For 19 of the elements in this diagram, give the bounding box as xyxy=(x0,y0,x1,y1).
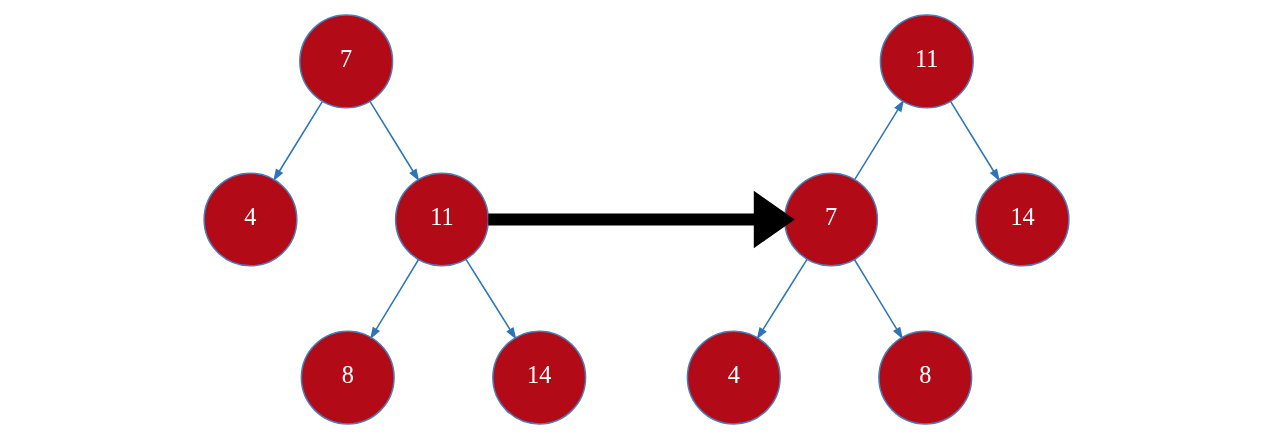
arrow xyxy=(949,100,1000,181)
arrow xyxy=(853,258,903,339)
node-circle: 4 xyxy=(203,171,298,267)
arrow xyxy=(370,258,420,339)
node-circle: 7 xyxy=(299,13,394,109)
arrow xyxy=(756,258,808,340)
arrow xyxy=(854,99,905,180)
arrow xyxy=(488,190,795,248)
node-circle: 11 xyxy=(879,13,974,109)
node-circle: 11 xyxy=(394,171,490,267)
node-circle: 14 xyxy=(975,171,1070,267)
arrow xyxy=(369,100,420,181)
node-circle: 4 xyxy=(686,329,781,425)
node-circle: 8 xyxy=(878,329,973,425)
arrow xyxy=(465,258,517,340)
arrow xyxy=(273,100,324,181)
node-circle: 7 xyxy=(783,171,879,267)
node-circle: 8 xyxy=(300,329,395,425)
node-circle: 14 xyxy=(492,329,587,425)
